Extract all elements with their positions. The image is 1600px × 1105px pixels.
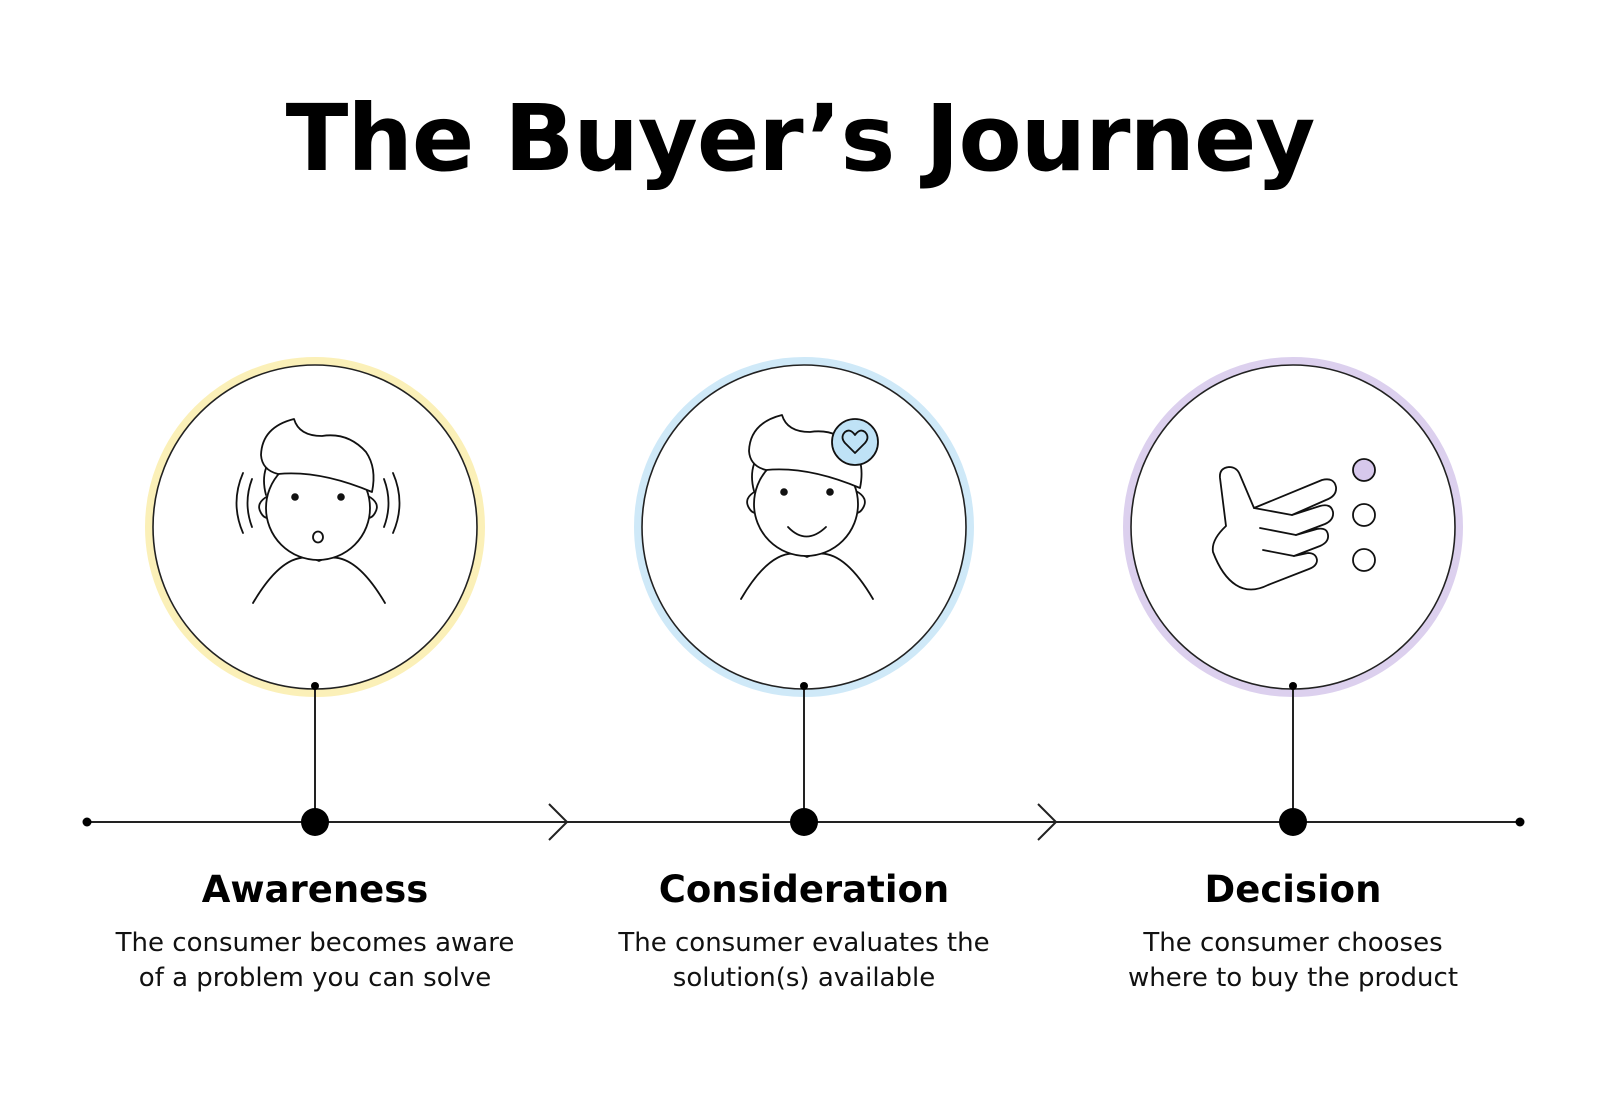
heart-bubble — [831, 418, 879, 466]
decision-timeline-node — [1279, 808, 1307, 836]
stage-consideration — [634, 357, 974, 836]
stage-description-awareness: The consumer becomes aware of a problem … — [95, 926, 535, 996]
stage-description-decision: The consumer chooses where to buy the pr… — [1073, 926, 1513, 996]
stage-decision — [1123, 357, 1463, 836]
diagram-title: The Buyer’s Journey — [285, 85, 1316, 192]
timeline-arrow-icon — [1037, 803, 1058, 841]
stage-awareness — [145, 357, 485, 836]
person-smiling-heart-icon — [740, 414, 879, 600]
timeline-start-dot — [82, 817, 92, 827]
consideration-timeline-node — [790, 808, 818, 836]
hand-pointing-options-icon — [1211, 458, 1376, 591]
heart-icon — [841, 429, 869, 454]
person-listening-icon — [235, 418, 401, 604]
option-dot — [1352, 503, 1376, 527]
description-line: of a problem you can solve — [138, 963, 492, 993]
stage-description-consideration: The consumer evaluates the solution(s) a… — [584, 926, 1024, 996]
timeline-arrow-icon — [548, 803, 569, 841]
description-line: The consumer becomes aware — [115, 928, 515, 958]
description-line: The consumer chooses — [1143, 928, 1443, 958]
timeline-end-dot — [1515, 817, 1525, 827]
awareness-timeline-node — [301, 808, 329, 836]
stage-label-awareness: Awareness — [201, 868, 429, 911]
decision-connector-dot — [1289, 682, 1297, 690]
stage-label-decision: Decision — [1204, 868, 1382, 911]
option-dot-selected — [1352, 458, 1376, 482]
stage-label-consideration: Consideration — [658, 868, 950, 911]
description-line: where to buy the product — [1127, 963, 1459, 993]
consideration-connector-dot — [800, 682, 808, 690]
awareness-connector-dot — [311, 682, 319, 690]
description-line: The consumer evaluates the — [618, 928, 990, 958]
option-dot — [1352, 548, 1376, 572]
description-line: solution(s) available — [672, 963, 936, 993]
